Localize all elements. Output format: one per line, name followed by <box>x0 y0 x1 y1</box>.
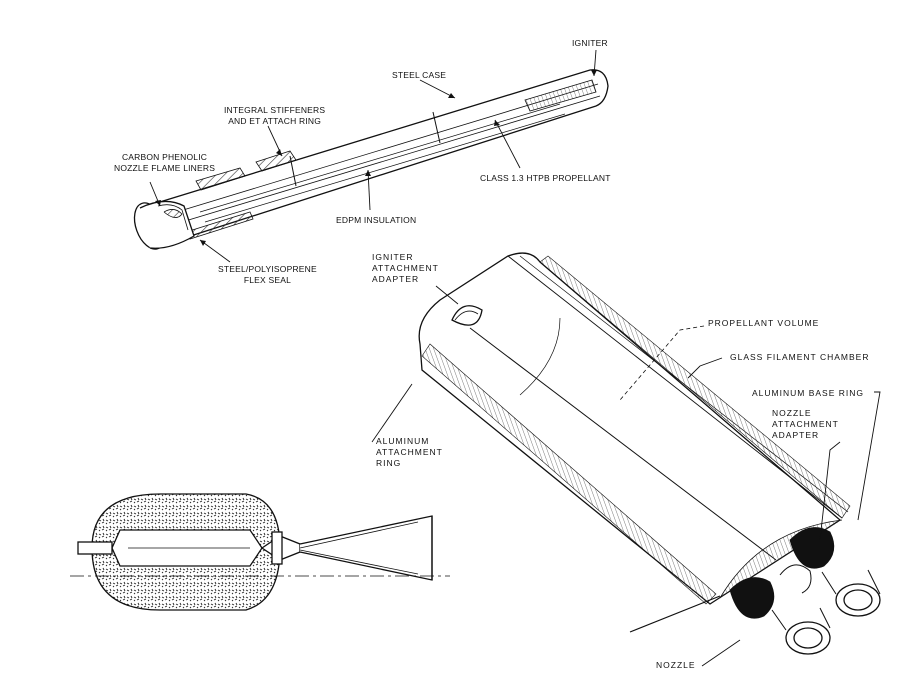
label-edpm-insulation: EDPM INSULATION <box>336 215 417 225</box>
filament-motor-cutaway <box>371 252 881 667</box>
label-aluminum-ring-line3: RING <box>376 458 402 468</box>
label-nozzle-liners-line1: CARBON PHENOLIC <box>121 152 208 162</box>
label-nozzle-liners: CARBON PHENOLIC NOZZLE FLAME LINERS <box>114 152 215 174</box>
label-htpb-propellant: CLASS 1.3 HTPB PROPELLANT <box>480 173 611 183</box>
label-nozzle-adapter-line3: ADAPTER <box>772 430 820 440</box>
label-flex-seal-line2: FLEX SEAL <box>243 275 292 285</box>
label-igniter-adapter-line3: ADAPTER <box>372 274 420 284</box>
motor-cross-section <box>70 493 450 611</box>
label-aluminum-attachment-ring: ALUMINUM ATTACHMENT RING <box>376 436 443 469</box>
label-steel-case: STEEL CASE <box>392 70 447 80</box>
label-nozzle-attachment-adapter: NOZZLE ATTACHMENT ADAPTER <box>772 408 839 441</box>
label-igniter: IGNITER <box>572 38 608 48</box>
label-nozzle-adapter-line1: NOZZLE <box>772 408 812 418</box>
srb-cutaway <box>133 49 609 263</box>
label-integral-stiffeners-line1: INTEGRAL STIFFENERS <box>224 105 326 115</box>
label-igniter-adapter-line1: IGNITER <box>372 252 414 262</box>
label-aluminum-ring-line2: ATTACHMENT <box>376 447 443 457</box>
label-flex-seal: STEEL/POLYISOPRENE FLEX SEAL <box>218 264 317 286</box>
label-igniter-attachment-adapter: IGNITER ATTACHMENT ADAPTER <box>372 252 439 285</box>
label-aluminum-base-ring: ALUMINUM BASE RING <box>752 388 864 398</box>
label-propellant-volume: PROPELLANT VOLUME <box>708 318 820 328</box>
label-aluminum-ring-line1: ALUMINUM <box>376 436 430 446</box>
label-nozzle-adapter-line2: ATTACHMENT <box>772 419 839 429</box>
label-glass-filament-chamber: GLASS FILAMENT CHAMBER <box>730 352 870 362</box>
label-integral-stiffeners-line2: AND ET ATTACH RING <box>228 116 322 126</box>
label-igniter-adapter-line2: ATTACHMENT <box>372 263 439 273</box>
label-flex-seal-line1: STEEL/POLYISOPRENE <box>218 264 317 274</box>
label-nozzle-liners-line2: NOZZLE FLAME LINERS <box>114 163 216 173</box>
label-nozzle: NOZZLE <box>656 660 696 670</box>
label-integral-stiffeners: INTEGRAL STIFFENERS AND ET ATTACH RING <box>224 105 325 127</box>
